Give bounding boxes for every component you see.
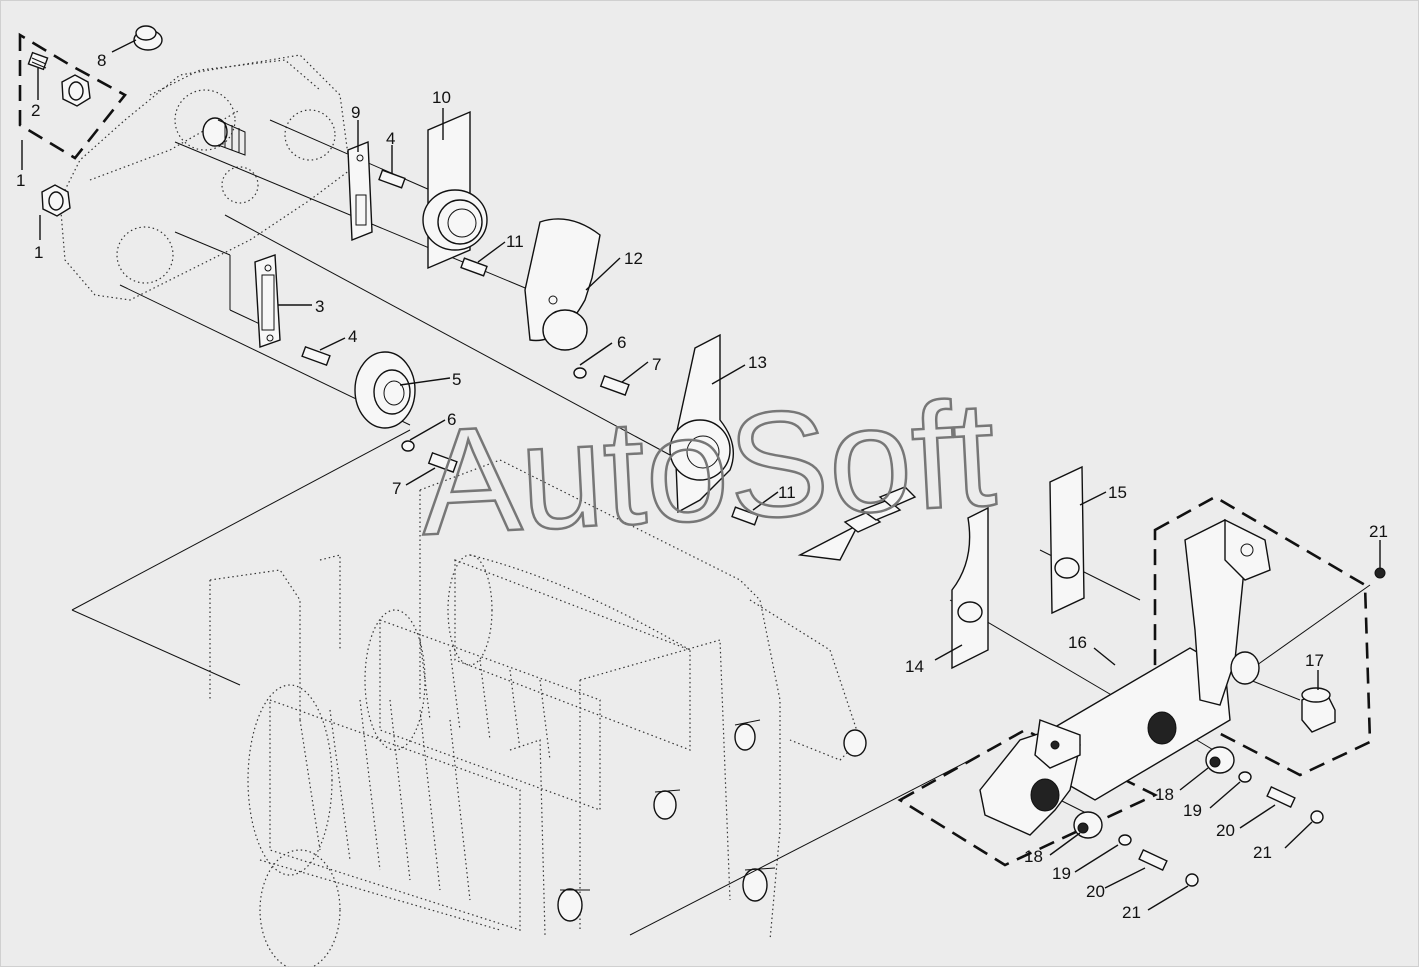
callout-2: 2 [31, 101, 40, 120]
stud-bolt [27, 51, 49, 71]
clamp-bar-3 [254, 254, 281, 348]
callout-11: 11 [778, 483, 796, 502]
callout-21: 21 [1369, 522, 1388, 541]
callout-16: 16 [1068, 633, 1087, 652]
callout-4: 4 [386, 129, 395, 148]
bushing [133, 25, 163, 51]
gasket-15 [1049, 465, 1085, 615]
gasket-14 [951, 506, 989, 670]
bolt [301, 345, 331, 367]
nut-21 [1310, 810, 1324, 824]
callout-15: 15 [1108, 483, 1127, 502]
callout-7: 7 [392, 479, 401, 498]
nut-21 [1374, 567, 1386, 579]
threaded-shaft [202, 117, 246, 156]
callout-6: 6 [447, 410, 456, 429]
shaft-stub [557, 719, 867, 922]
group-box-1 [18, 32, 127, 160]
small-washer [1238, 771, 1252, 783]
callout-19: 19 [1052, 864, 1071, 883]
callout-4: 4 [348, 327, 357, 346]
cover-plate-12 [524, 218, 601, 351]
small-washer [1118, 834, 1132, 846]
callout-12: 12 [624, 249, 643, 268]
gear-housing [59, 54, 351, 301]
callout-21: 21 [1253, 843, 1272, 862]
callout-11: 11 [506, 232, 524, 251]
callout-8: 8 [97, 51, 106, 70]
washer [401, 440, 415, 452]
callout-7: 7 [652, 355, 661, 374]
callout-1: 1 [34, 243, 43, 262]
bolt [427, 451, 458, 473]
bolt [378, 169, 406, 189]
shield-plate-13 [669, 333, 734, 514]
callout-14: 14 [905, 657, 924, 676]
callout-20: 20 [1086, 882, 1105, 901]
callout-20: 20 [1216, 821, 1235, 840]
group-box-lower [897, 728, 1158, 867]
callout-21: 21 [1122, 903, 1141, 922]
callout-1: 1 [16, 171, 25, 190]
callout-18: 18 [1155, 785, 1174, 804]
callout-18: 18 [1024, 847, 1043, 866]
callout-6: 6 [617, 333, 626, 352]
callout-5: 5 [452, 370, 461, 389]
callout-13: 13 [748, 353, 767, 372]
bolt [599, 374, 630, 396]
shield-plate-10 [422, 110, 488, 270]
bushing-17 [1301, 687, 1336, 733]
washer [573, 367, 587, 379]
callout-3: 3 [315, 297, 324, 316]
leader-lines [21, 39, 1381, 911]
bolt [731, 506, 759, 526]
hex-nut [61, 74, 91, 107]
support-arm-16 [979, 518, 1271, 836]
callout-labels: 1 2 8 1 9 10 4 11 12 3 4 5 6 7 6 7 13 11… [16, 51, 1388, 922]
rotor-frame-assembly [209, 459, 867, 967]
callout-19: 19 [1183, 801, 1202, 820]
callout-9: 9 [351, 103, 360, 122]
callout-10: 10 [432, 88, 451, 107]
bolt-20 [1138, 849, 1168, 871]
nut-21 [1185, 873, 1199, 887]
large-washer [1205, 746, 1235, 774]
direction-arrow [797, 486, 917, 561]
bolt [460, 257, 488, 277]
large-washer [1073, 811, 1103, 839]
callout-17: 17 [1305, 651, 1324, 670]
hex-nut [41, 184, 71, 217]
watermark-text: AutoSoft [416, 369, 999, 567]
flange-bearing-5 [354, 351, 416, 429]
clamp-bar-9 [347, 140, 373, 242]
bolt-20 [1266, 786, 1296, 808]
